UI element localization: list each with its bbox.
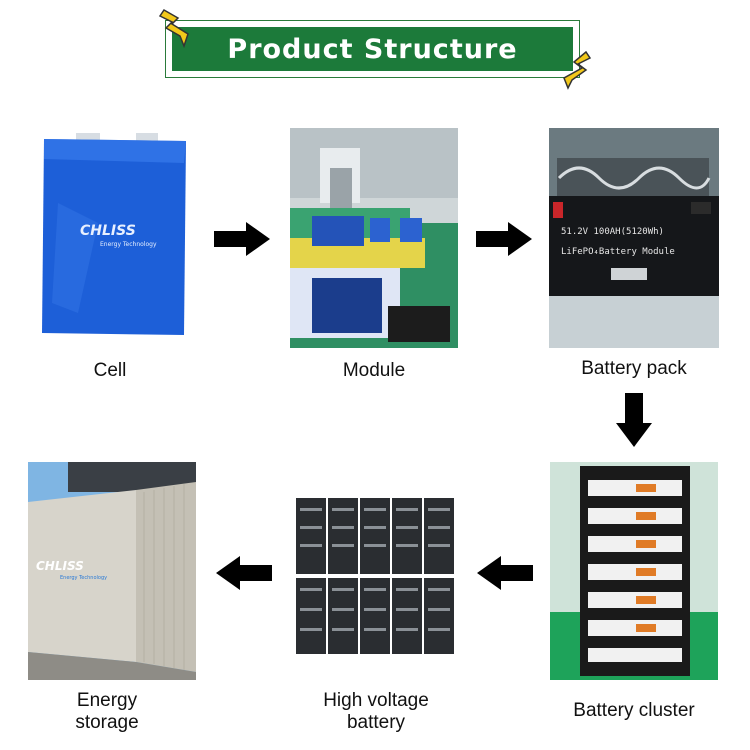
arrow-right-icon [214,222,270,256]
label-line: storage [75,712,139,733]
arrow-left-icon [216,556,272,590]
logo-text: CHLISS [80,223,136,239]
lightning-bolt-icon [563,50,592,90]
arrow-down-icon [616,393,652,447]
container-logo-text: CHLISS [36,559,84,573]
battery-cluster-rack-photo [550,462,718,680]
label-line: Energy [76,690,138,711]
logo-tagline: Energy Technology [100,241,157,248]
step-label-battery-pack: Battery pack [581,358,687,379]
label-line: High voltage [323,690,429,711]
module-assembly-photo [290,128,458,348]
step-label-high-voltage-battery: High voltage battery [296,690,456,734]
battery-cell-photo: CHLISS Energy Technology [38,133,188,341]
step-label-battery-cluster: Battery cluster [573,700,695,721]
energy-storage-container-photo: CHLISS Energy Technology [28,462,196,680]
step-label-module: Module [342,360,406,381]
page-title: Product Structure [227,33,518,65]
step-label-energy-storage: Energy storage [42,690,172,734]
title-banner: Product Structure [172,27,573,71]
label-line: battery [346,712,406,733]
battery-pack-photo: 51.2V 100AH(5120Wh) LiFePO₄Battery Modul… [549,128,719,348]
high-voltage-battery-photo [296,496,456,656]
pack-spec-text: 51.2V 100AH(5120Wh) [561,227,664,237]
lightning-bolt-icon [158,9,189,48]
pack-model-text: LiFePO₄Battery Module [561,247,675,257]
arrow-left-icon [477,556,533,590]
step-label-cell: Cell [93,360,127,381]
container-logo-tagline: Energy Technology [60,575,107,581]
arrow-right-icon [476,222,532,256]
